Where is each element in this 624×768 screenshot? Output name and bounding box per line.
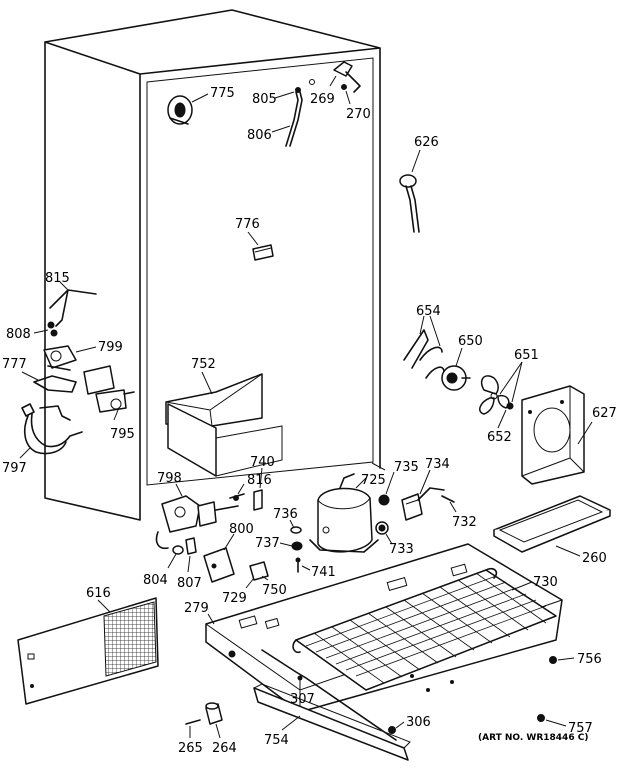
label-269: 269 — [310, 92, 335, 107]
label-270: 270 — [346, 107, 371, 122]
part-654: 654 — [403, 304, 445, 379]
label-740: 740 — [250, 455, 275, 470]
label-757: 757 — [568, 721, 593, 736]
part-307: 307 — [261, 649, 397, 741]
part-735: 735 — [378, 460, 419, 506]
part-797: 797 — [2, 403, 83, 476]
label-776: 776 — [235, 217, 260, 232]
part-776: 776 — [235, 217, 274, 261]
label-725: 725 — [361, 473, 386, 488]
label-650: 650 — [458, 334, 483, 349]
label-807: 807 — [177, 576, 202, 591]
part-798: 798 — [155, 471, 239, 550]
label-652: 652 — [487, 430, 512, 445]
label-754: 754 — [264, 733, 289, 748]
part-650: 650 — [441, 334, 483, 391]
part-752: 752 — [165, 357, 283, 477]
part-729-750: 729 750 — [222, 561, 287, 606]
label-775: 775 — [210, 86, 235, 101]
label-795: 795 — [110, 427, 135, 442]
part-651-652-fan: 651 652 — [479, 348, 539, 445]
label-627: 627 — [592, 406, 617, 421]
part-795: 795 — [83, 365, 135, 442]
label-798: 798 — [157, 471, 182, 486]
part-816: 816 — [229, 473, 272, 501]
label-279: 279 — [184, 601, 209, 616]
part-626: 626 — [399, 135, 439, 233]
part-736: 736 — [273, 507, 302, 534]
label-736: 736 — [273, 507, 298, 522]
label-734: 734 — [425, 457, 450, 472]
art-number: (ART NO. WR18446 C) — [478, 733, 588, 743]
part-730: 730 — [292, 567, 558, 691]
part-815: 815 — [45, 271, 97, 327]
label-264: 264 — [212, 741, 237, 756]
part-269-hinge: 269 270 — [309, 61, 371, 122]
label-750: 750 — [262, 583, 287, 598]
label-729: 729 — [222, 591, 247, 606]
part-777: 777 — [2, 357, 77, 393]
part-733: 733 — [375, 521, 414, 557]
part-740: 740 — [250, 455, 275, 511]
label-797: 797 — [2, 461, 27, 476]
label-752: 752 — [191, 357, 216, 372]
label-732: 732 — [452, 515, 477, 530]
label-306: 306 — [406, 715, 431, 730]
label-307: 307 — [290, 692, 315, 707]
part-775: 775 — [167, 86, 235, 125]
part-799: 799 — [43, 340, 123, 371]
part-804: 804 — [143, 545, 184, 588]
part-737: 737 — [255, 536, 303, 551]
label-805: 805 — [252, 92, 277, 107]
part-807: 807 — [177, 537, 202, 591]
label-777: 777 — [2, 357, 27, 372]
label-737: 737 — [255, 536, 280, 551]
part-741: 741 — [295, 557, 336, 580]
label-804: 804 — [143, 573, 168, 588]
part-734: 734 — [401, 457, 450, 521]
part-616: 616 — [17, 586, 159, 705]
part-260: 260 — [493, 495, 611, 566]
label-654: 654 — [416, 304, 441, 319]
part-756: 756 — [549, 652, 602, 667]
part-732: 732 — [441, 495, 477, 530]
label-730: 730 — [533, 575, 558, 590]
label-808: 808 — [6, 327, 31, 342]
part-627: 627 — [521, 385, 617, 485]
part-306: 306 — [388, 715, 431, 734]
part-725: 725 — [309, 473, 386, 553]
label-616: 616 — [86, 586, 111, 601]
part-264-265: 264 265 — [178, 702, 237, 756]
label-626: 626 — [414, 135, 439, 150]
label-799: 799 — [98, 340, 123, 355]
label-815: 815 — [45, 271, 70, 286]
label-800: 800 — [229, 522, 254, 537]
label-265: 265 — [178, 741, 203, 756]
label-735: 735 — [394, 460, 419, 475]
part-754: 754 — [253, 683, 411, 761]
label-806: 806 — [247, 128, 272, 143]
label-651: 651 — [514, 348, 539, 363]
label-741: 741 — [311, 565, 336, 580]
part-808: 808 — [6, 321, 58, 342]
cabinet — [44, 9, 386, 521]
part-800: 800 — [203, 522, 254, 583]
part-806-tube: 805 806 — [247, 87, 303, 147]
label-260: 260 — [582, 551, 607, 566]
label-756: 756 — [577, 652, 602, 667]
part-757: 757 — [537, 714, 593, 736]
label-733: 733 — [389, 542, 414, 557]
label-816: 816 — [247, 473, 272, 488]
